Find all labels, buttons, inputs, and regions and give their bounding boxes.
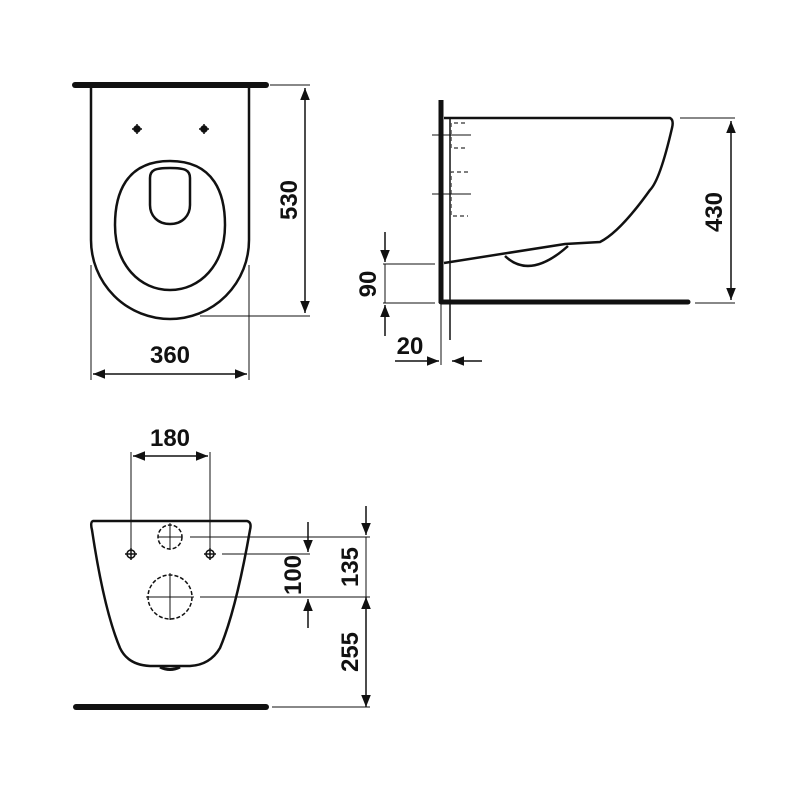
bowl-outline xyxy=(89,88,251,321)
inlet-opening xyxy=(148,166,192,226)
fixing-hole-left xyxy=(132,124,142,134)
dim-360-label: 360 xyxy=(150,342,190,369)
dim-530-label: 530 xyxy=(276,180,303,220)
fixing-hole-left xyxy=(125,548,137,560)
outlet-curve xyxy=(504,245,569,268)
dashed-brackets xyxy=(450,122,468,217)
fixing-hole-right xyxy=(199,124,209,134)
rear-outline xyxy=(89,519,252,668)
dim-255-label: 255 xyxy=(337,632,364,672)
dim-100-label: 100 xyxy=(280,555,307,595)
seat-outline xyxy=(113,159,227,292)
dim-20-label: 20 xyxy=(397,333,424,360)
dim-180-label: 180 xyxy=(150,425,190,452)
dim-90-label: 90 xyxy=(355,271,382,298)
dim-135-label: 135 xyxy=(337,547,364,587)
dim-430-label: 430 xyxy=(701,192,728,232)
toilet-profile xyxy=(443,116,674,265)
fixing-hole-right xyxy=(204,548,216,560)
side-view xyxy=(380,100,736,366)
rear-view xyxy=(73,451,371,710)
top-view xyxy=(72,82,310,380)
